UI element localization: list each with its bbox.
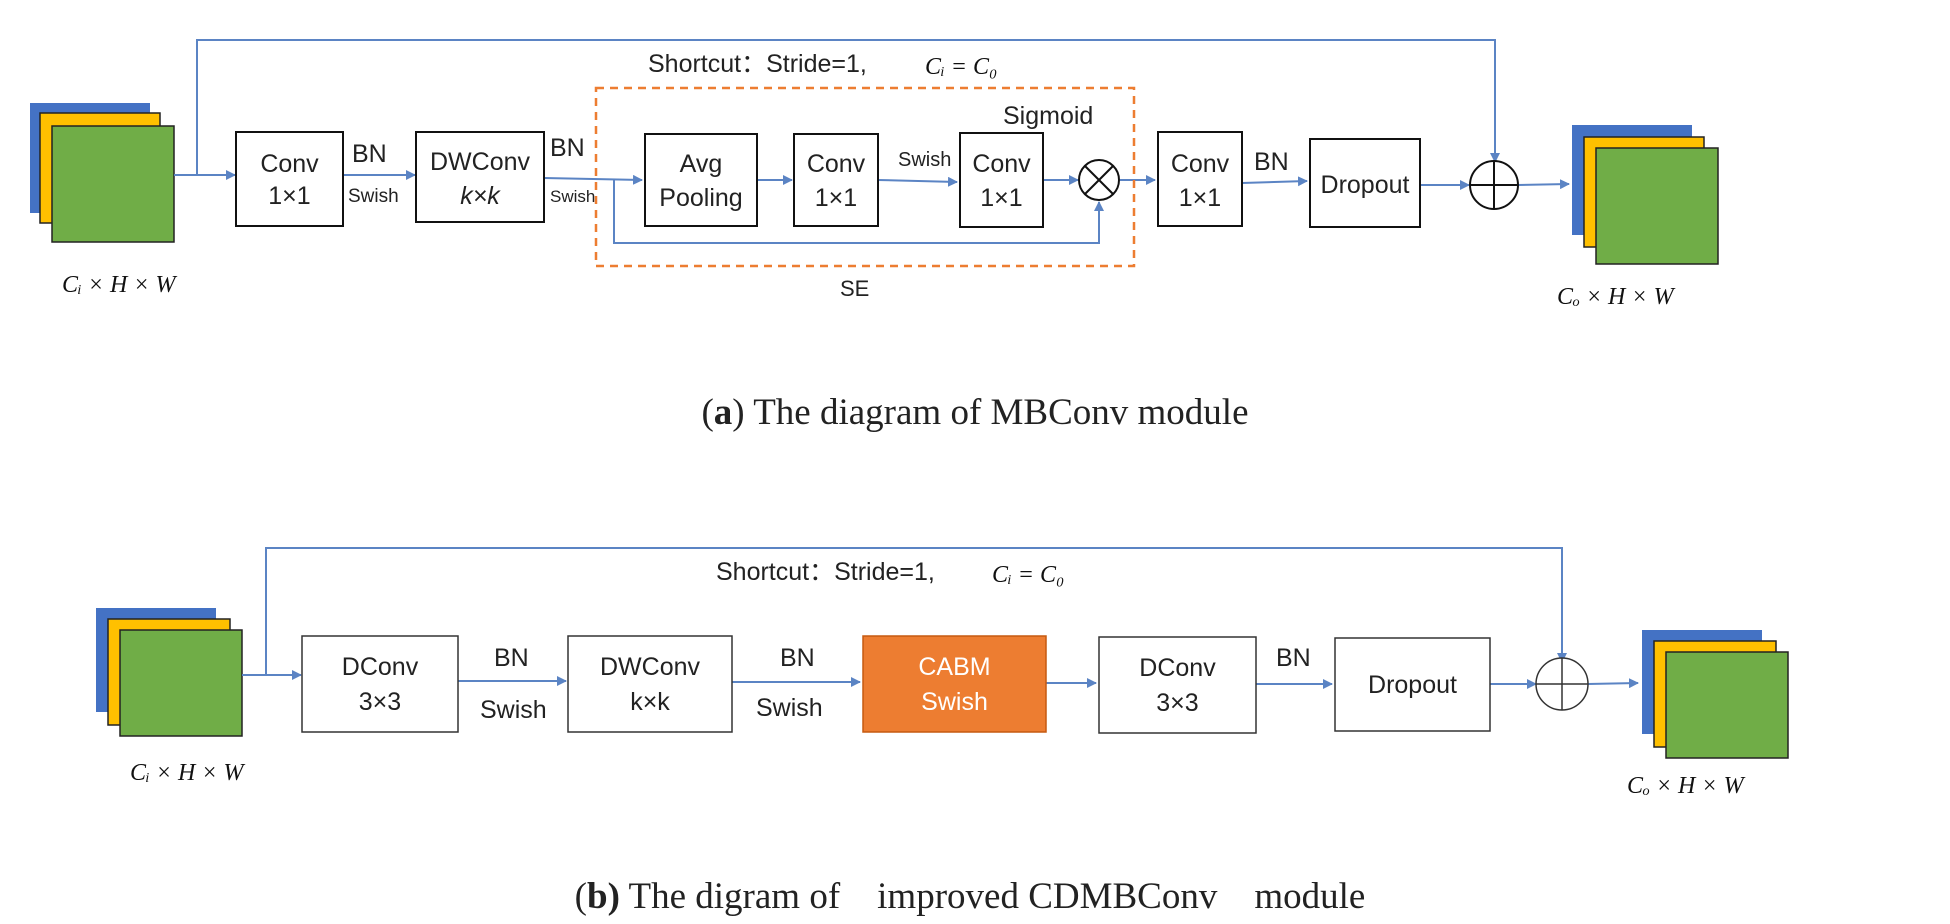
conv-1x1-box-a2: Conv 1×1 [793,133,879,227]
shortcut-line-a [196,39,1500,175]
dwconv-size-label: k×k [630,688,670,716]
dconv-label: DConv [1139,654,1216,682]
arrow-add-output-b [1587,678,1639,689]
sigmoid-label: Sigmoid [1003,102,1093,130]
se-block-border [594,86,1136,268]
bn-label-a2: BN [550,134,585,162]
conv-label: Conv [972,150,1031,178]
dwconv-label: DWConv [430,148,531,176]
arrow-conv-dropout [1241,176,1308,187]
swish-label-b1: Swish [480,696,547,724]
conv-label: Conv [260,150,319,178]
dropout-box-a: Dropout [1309,138,1421,228]
dwconv-size-label: k×k [460,182,501,210]
dropout-box-b: Dropout [1334,637,1491,732]
se-skip-line [613,179,1104,244]
caption-b-text: The digram of improved CDMBConv module [620,876,1365,917]
panel-a: Cᵢ × H × W Shortcut：Stride=1, Cᵢ = C₀ SE… [30,39,1719,433]
conv-size-label: 1×1 [268,182,310,210]
caption-b-letter: b) [587,876,620,917]
dwconv-box-a: DWConv k×k [415,131,545,223]
dropout-label: Dropout [1368,671,1457,699]
bn-label-a3: BN [1254,148,1289,176]
output-tensor-b [1642,630,1789,759]
input-tensor-a [30,103,175,243]
conv-label: Conv [807,150,866,178]
dropout-label: Dropout [1321,171,1410,199]
shortcut-condition-a: Cᵢ = C₀ [925,54,997,80]
shortcut-line-b [265,547,1567,674]
conv-1x1-box-a1: Conv 1×1 [235,131,344,227]
swish-label-a1: Swish [348,186,399,207]
panel-b: Cᵢ × H × W Shortcut：Stride=1, Cᵢ = C₀ DC… [96,547,1789,917]
output-tensor-a [1572,125,1719,265]
conv-1x1-box-a4: Conv 1×1 [1157,131,1243,227]
dconv-box-b1: DConv 3×3 [301,635,459,733]
output-dims-label-a: Cₒ × H × W [1557,284,1676,310]
caption-a: (a) The diagram of MBConv module [701,392,1248,433]
swish-label-a3: Swish [898,149,951,171]
conv-size-label: 1×1 [980,184,1022,212]
input-dims-label-a: Cᵢ × H × W [62,272,178,298]
bn-label-b2: BN [780,644,815,672]
se-label: SE [840,276,869,301]
caption-b: (b) The digram of improved CDMBConv modu… [575,876,1366,917]
conv-size-label: 1×1 [815,184,857,212]
caption-a-letter: a [714,392,733,433]
cabm-swish-label: Swish [921,688,988,716]
conv-label: Conv [1171,150,1230,178]
output-dims-label-b: Cₒ × H × W [1627,773,1746,799]
dwconv-label: DWConv [600,653,701,681]
dconv-size-label: 3×3 [1156,689,1198,717]
input-tensor-b [96,608,243,737]
shortcut-condition-b: Cᵢ = C₀ [992,562,1064,588]
shortcut-label-b: Shortcut：Stride=1, [716,558,935,586]
swish-label-b2: Swish [756,694,823,722]
caption-a-text: ) The diagram of MBConv module [732,392,1248,433]
swish-label-a2: Swish [550,187,595,206]
avg-label: Avg [680,150,723,178]
shortcut-label-a: Shortcut：Stride=1, [648,50,867,78]
dconv-box-b2: DConv 3×3 [1098,636,1257,734]
pooling-label: Pooling [659,184,742,212]
bn-label-a1: BN [352,140,387,168]
arrow-add-output [1517,179,1570,190]
dconv-size-label: 3×3 [359,688,401,716]
dwconv-box-b: DWConv k×k [567,635,733,733]
bn-label-b1: BN [494,644,529,672]
arrow-dwconv-avgpool [543,174,643,185]
cabm-box: CABM Swish [862,635,1047,733]
dconv-label: DConv [342,653,419,681]
conv-1x1-box-a3: Conv 1×1 [959,132,1044,228]
add-icon-b [1535,657,1589,711]
cabm-label: CABM [918,653,990,681]
conv-size-label: 1×1 [1179,184,1221,212]
bn-label-b3: BN [1276,644,1311,672]
input-dims-label-b: Cᵢ × H × W [130,760,246,786]
add-icon-a [1469,160,1519,210]
avg-pooling-box: Avg Pooling [644,133,758,227]
multiply-icon [1078,159,1120,201]
arrow-conv-conv [877,176,958,187]
